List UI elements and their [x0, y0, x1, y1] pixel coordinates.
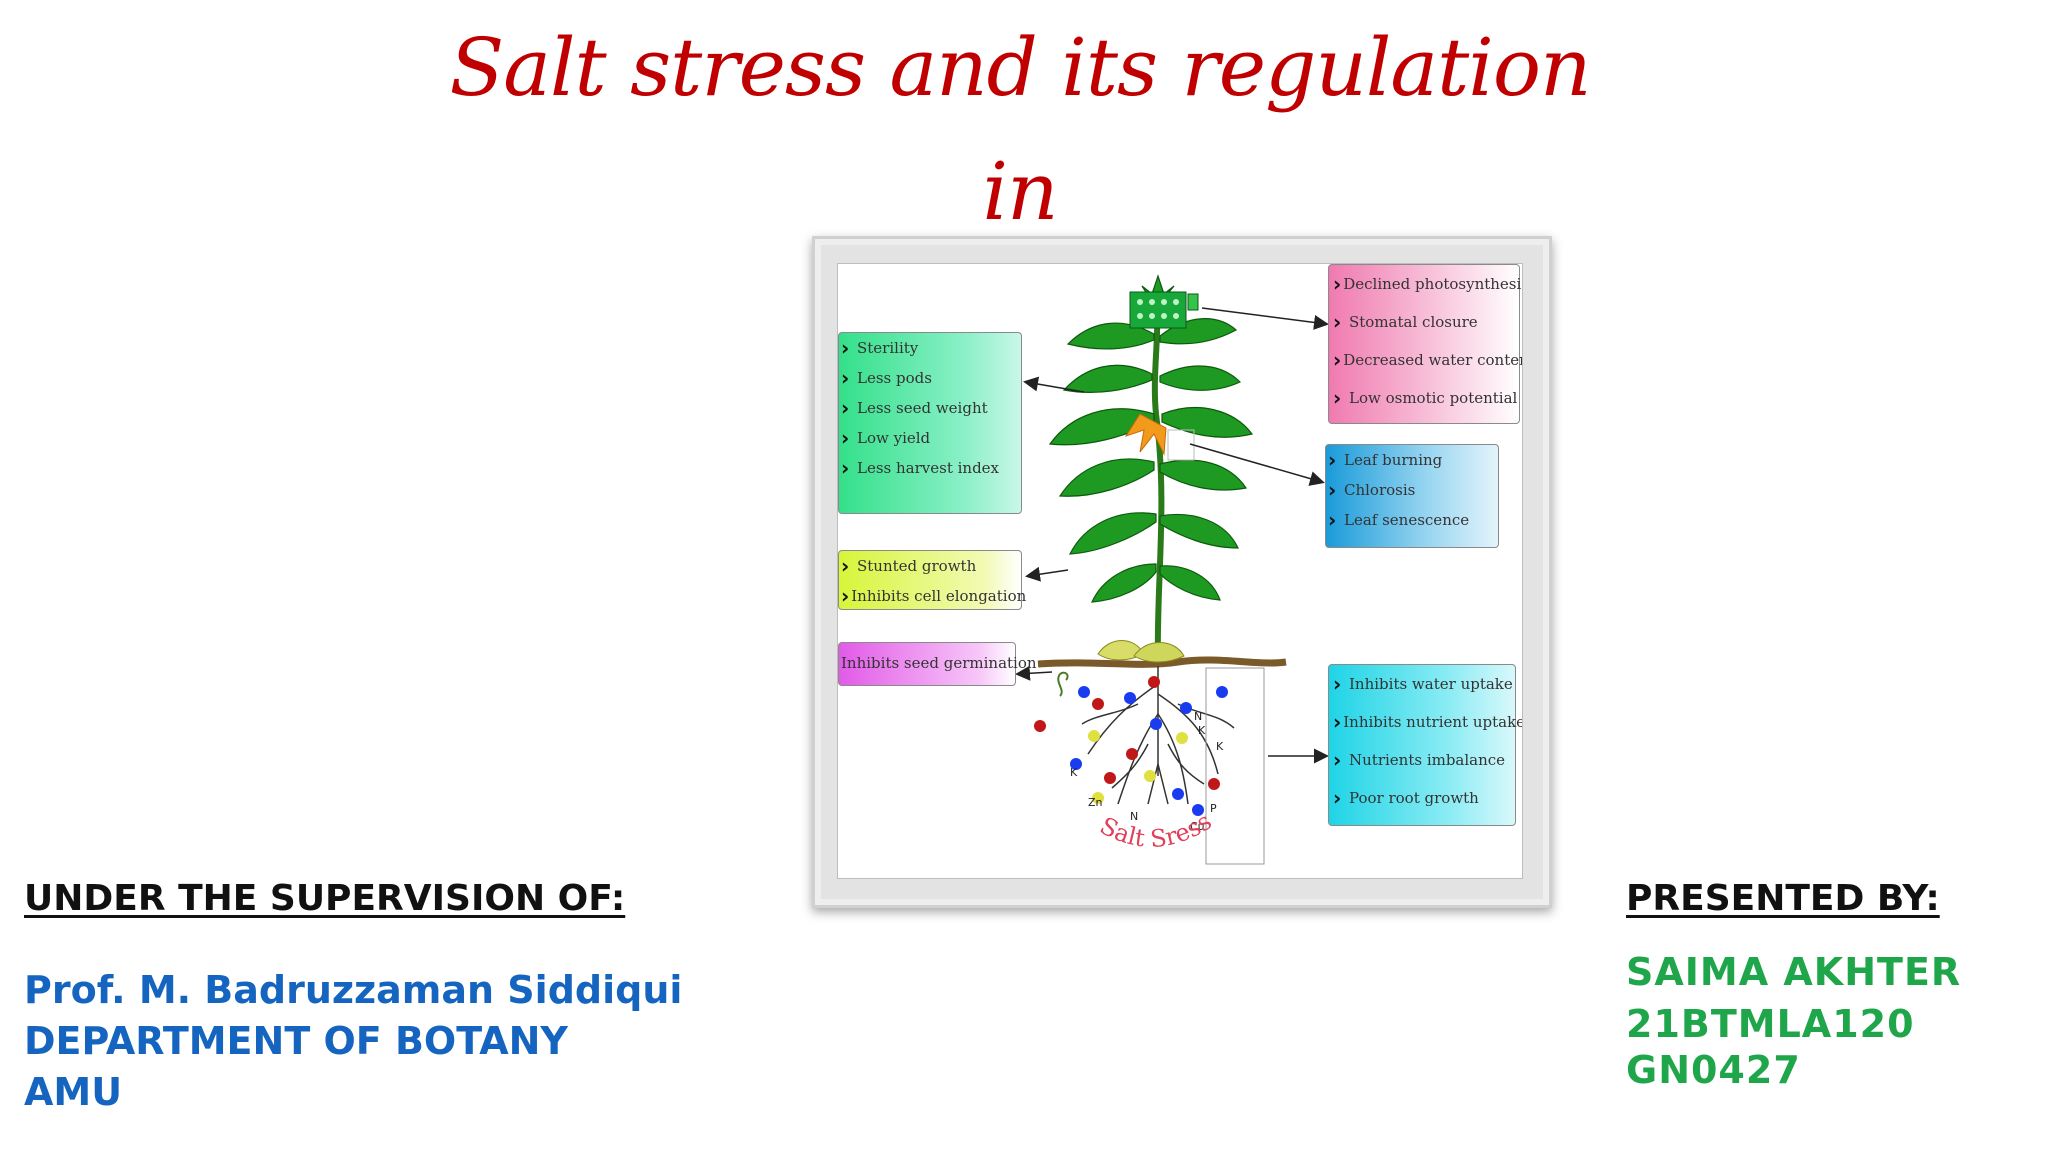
ion-label-cu: Cu	[1190, 820, 1205, 833]
list-item: ›Chlorosis	[1328, 478, 1416, 502]
chevron-right-icon: ›	[1328, 478, 1337, 502]
presenter-heading: PRESENTED BY:	[1626, 878, 1940, 919]
chevron-right-icon: ›	[841, 336, 850, 360]
ion-dots	[1034, 676, 1228, 816]
chevron-right-icon: ›	[841, 584, 850, 608]
list-item: ›Inhibits water uptake	[1333, 672, 1513, 696]
plant-stem	[1151, 303, 1165, 665]
chevron-right-icon: ›	[841, 396, 850, 420]
presenter-id: 21BTMLA120	[1626, 1002, 1915, 1046]
chevron-right-icon: ›	[1333, 672, 1342, 696]
chevron-right-icon: ›	[1333, 710, 1342, 734]
ion-label-k3: K	[1216, 740, 1224, 753]
chevron-right-icon: ›	[1333, 310, 1342, 334]
list-item: Inhibits seed germination	[841, 654, 1037, 672]
ion-label-k: K	[1070, 766, 1078, 779]
chevron-right-icon: ›	[1333, 748, 1342, 772]
leaf-damage-box: ›Leaf burning ›Chlorosis ›Leaf senescenc…	[1325, 444, 1499, 548]
yield-effects-box: ›Sterility ›Less pods ›Less seed weight …	[838, 332, 1022, 514]
list-item: ›Low osmotic potential	[1333, 386, 1518, 410]
list-item: ›Inhibits cell elongation	[841, 584, 1027, 608]
chevron-right-icon: ›	[1333, 272, 1342, 296]
list-item: ›Less seed weight	[841, 396, 988, 420]
germination-effects-box: Inhibits seed germination	[838, 642, 1037, 686]
chevron-right-icon: ›	[1333, 786, 1342, 810]
orange-leaf-icon	[1124, 413, 1167, 456]
list-item: ›Leaf burning	[1328, 448, 1443, 472]
list-item: ›Stunted growth	[841, 554, 977, 578]
chevron-right-icon: ›	[841, 366, 850, 390]
supervision-heading: UNDER THE SUPERVISION OF:	[24, 878, 626, 919]
salt-stress-label: Salt Sress	[1095, 807, 1216, 853]
list-item: ›Leaf senescence	[1328, 508, 1470, 532]
list-item: ›Inhibits nutrient uptake	[1333, 710, 1523, 734]
ion-label-n2: N	[1194, 710, 1202, 723]
ion-label-n: N	[1130, 810, 1138, 823]
presenter-name: SAIMA AKHTER	[1626, 950, 1962, 994]
effect-arrows	[1015, 307, 1329, 764]
ion-labels: K Zn N Cu P N K K	[1070, 710, 1224, 833]
list-item: ›Stomatal closure	[1333, 310, 1478, 334]
list-item: ›Poor root growth	[1333, 786, 1479, 810]
chevron-right-icon: ›	[841, 554, 850, 578]
list-item: ›Low yield	[841, 426, 931, 450]
chevron-right-icon: ›	[841, 426, 850, 450]
presenter-code: GN0427	[1626, 1048, 1801, 1092]
stomata-block-icon	[1129, 291, 1199, 329]
chevron-right-icon: ›	[1333, 386, 1342, 410]
list-item: ›Less harvest index	[841, 456, 1000, 480]
supervisor-institution: AMU	[24, 1070, 123, 1114]
chevron-right-icon: ›	[1328, 508, 1337, 532]
chevron-right-icon: ›	[841, 456, 850, 480]
ion-label-k2: K	[1198, 724, 1206, 737]
chevron-right-icon: ›	[1333, 348, 1342, 372]
plant-illustration: K Zn N Cu P N K K Salt Sress	[1015, 274, 1329, 865]
ion-label-zn: Zn	[1088, 796, 1103, 809]
supervisor-department: DEPARTMENT OF BOTANY	[24, 1019, 568, 1063]
ion-label-p: P	[1210, 802, 1217, 815]
root-effects-box: ›Inhibits water uptake ›Inhibits nutrien…	[1328, 664, 1523, 826]
chevron-right-icon: ›	[1328, 448, 1337, 472]
list-item: ›Sterility	[841, 336, 919, 360]
title-line-1: Salt stress and its regulation in	[449, 21, 1591, 238]
supervisor-name: Prof. M. Badruzzaman Siddiqui	[24, 968, 683, 1012]
list-item: ›Less pods	[841, 366, 932, 390]
list-item: ›Declined photosynthesis	[1333, 272, 1523, 296]
soil-line	[1037, 656, 1287, 668]
figure-frame: K Zn N Cu P N K K Salt Sress	[812, 236, 1552, 908]
list-item: ›Nutrients imbalance	[1333, 748, 1506, 772]
list-item: ›Decreased water content	[1333, 348, 1523, 372]
salt-stress-diagram: K Zn N Cu P N K K Salt Sress	[837, 263, 1523, 879]
growth-effects-box: ›Stunted growth ›Inhibits cell elongatio…	[838, 550, 1027, 610]
leaf-physiology-box: ›Declined photosynthesis ›Stomatal closu…	[1328, 264, 1523, 424]
sprout-icon	[1057, 671, 1069, 697]
